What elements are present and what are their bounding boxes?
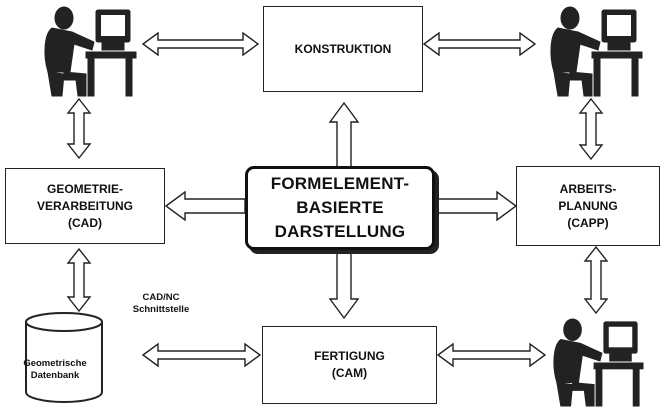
double-arrow-icon: [141, 342, 262, 368]
arrow-left-icon: [164, 190, 246, 222]
konstruktion-label: KONSTRUKTION: [294, 41, 392, 56]
double-arrow-icon: [578, 97, 604, 161]
fertigung-label-line-2: (CAM): [331, 366, 368, 380]
geometrie-label-line-2: VERARBEITUNG: [36, 198, 133, 213]
arrow-up-icon: [328, 101, 360, 169]
formelement-central-box: FORMELEMENT- BASIERTE DARSTELLUNG: [245, 166, 435, 250]
user-at-workstation-icon: [553, 318, 644, 407]
arbeitsplanung-label-line-1: ARBEITS-: [559, 181, 617, 196]
arbeitsplanung-box: ARBEITS- PLANUNG (CAPP): [516, 166, 660, 246]
arrow-right-icon: [436, 190, 518, 222]
cad-nc-label-line-1: CAD/NC: [142, 292, 180, 303]
arbeitsplanung-label-line-2: PLANUNG: [558, 198, 618, 213]
database-label-line-1: Geometrische: [23, 358, 87, 369]
arbeitsplanung-label-line-3: (CAPP): [567, 215, 609, 230]
cad-nc-label-line-2: Schnittstelle: [132, 304, 190, 315]
database-label-line-2: Datenbank: [30, 370, 80, 381]
central-label-line-3: DARSTELLUNG: [274, 222, 406, 241]
fertigung-box: FERTIGUNG (CAM): [262, 326, 437, 404]
double-arrow-icon: [141, 31, 260, 57]
geometrie-label-line-3: (CAD): [68, 215, 102, 230]
geometrie-verarbeitung-box: GEOMETRIE- VERARBEITUNG (CAD): [5, 168, 165, 244]
double-arrow-icon: [422, 31, 537, 57]
double-arrow-icon: [66, 97, 92, 160]
double-arrow-icon: [66, 247, 92, 313]
user-at-workstation-icon: [550, 6, 643, 97]
konstruktion-box: KONSTRUKTION: [263, 6, 423, 92]
double-arrow-icon: [436, 342, 547, 368]
database-cylinder-icon: [25, 312, 103, 403]
geometrie-label-line-1: GEOMETRIE-: [46, 181, 123, 196]
central-label-line-2: BASIERTE: [296, 198, 384, 217]
fertigung-label-line-1: FERTIGUNG: [314, 349, 385, 363]
user-at-workstation-icon: [44, 6, 137, 97]
double-arrow-icon: [583, 245, 609, 315]
arrow-down-icon: [328, 252, 360, 320]
cad-nc-interface-label: CAD/NC Schnittstelle: [120, 292, 202, 316]
central-label-line-1: FORMELEMENT-: [270, 174, 410, 193]
database-label: Geometrische Datenbank: [14, 358, 96, 382]
